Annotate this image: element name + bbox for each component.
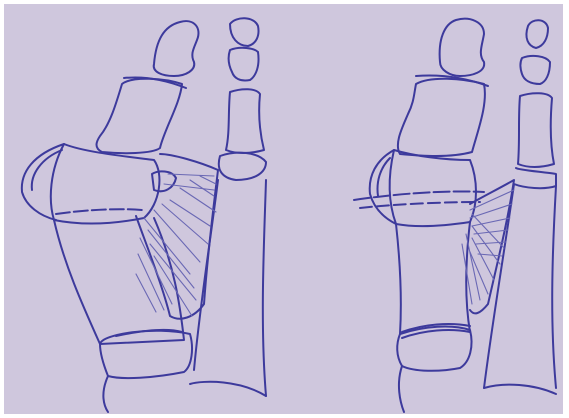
paper-background <box>4 4 563 414</box>
sketch-paper <box>4 4 563 414</box>
